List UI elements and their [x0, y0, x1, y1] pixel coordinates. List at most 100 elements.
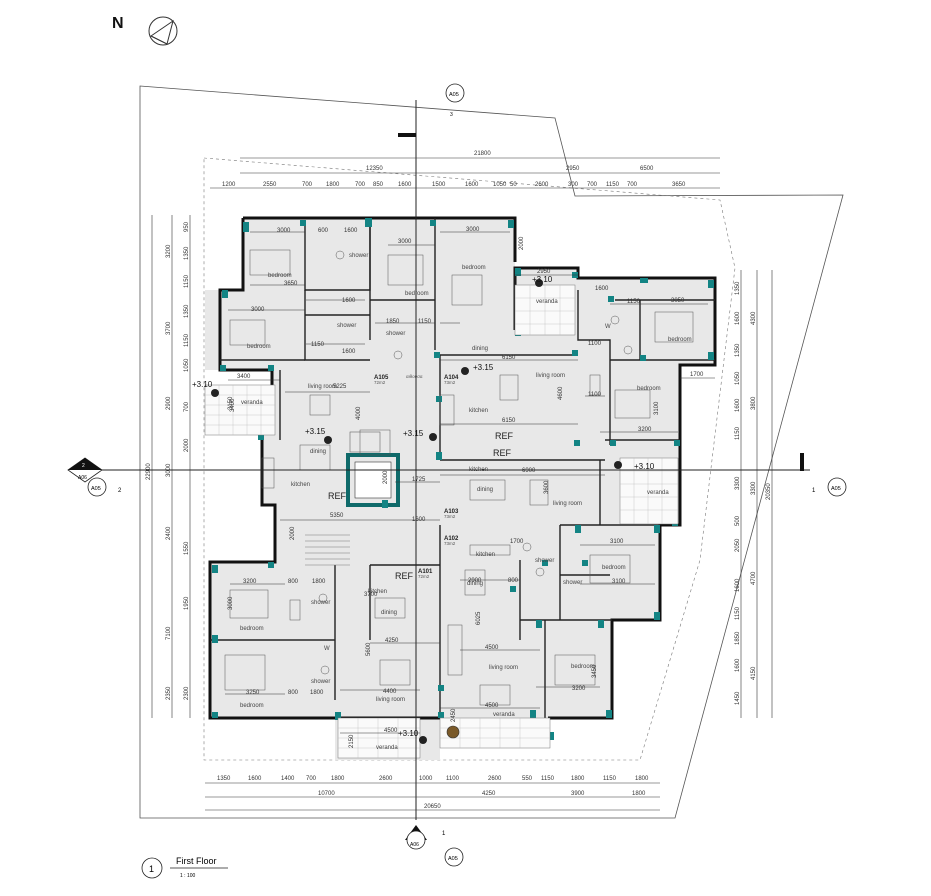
svg-text:1550: 1550: [184, 541, 190, 555]
svg-text:2600: 2600: [535, 182, 549, 188]
svg-text:1800: 1800: [326, 182, 340, 188]
svg-text:3200: 3200: [243, 579, 257, 585]
svg-text:1100: 1100: [446, 776, 460, 782]
svg-text:73m2: 73m2: [444, 514, 456, 519]
svg-text:3200: 3200: [572, 686, 586, 692]
svg-text:bedroom: bedroom: [240, 703, 264, 709]
svg-text:3050: 3050: [671, 298, 685, 304]
svg-text:1600: 1600: [735, 578, 741, 592]
svg-text:1: 1: [442, 831, 446, 837]
svg-text:4500: 4500: [485, 645, 499, 651]
svg-text:2900: 2900: [166, 396, 172, 410]
svg-text:850: 850: [373, 182, 384, 188]
svg-text:1050: 1050: [493, 182, 507, 188]
svg-text:3400: 3400: [237, 374, 251, 380]
svg-text:+3.10: +3.10: [398, 729, 419, 738]
svg-text:500: 500: [735, 515, 741, 526]
svg-text:A104: A104: [444, 375, 459, 381]
svg-text:3100: 3100: [654, 401, 660, 415]
svg-text:veranda: veranda: [536, 299, 558, 305]
svg-text:living room: living room: [308, 384, 337, 390]
svg-text:A06: A06: [78, 475, 87, 481]
svg-text:veranda: veranda: [647, 490, 669, 496]
svg-text:2: 2: [118, 488, 122, 494]
svg-text:shower: shower: [337, 323, 356, 329]
svg-text:2600: 2600: [488, 776, 502, 782]
svg-text:+3.15: +3.15: [403, 429, 424, 438]
svg-text:W: W: [324, 646, 330, 652]
svg-text:1000: 1000: [419, 776, 433, 782]
svg-text:bedroom: bedroom: [268, 273, 292, 279]
svg-text:5600: 5600: [366, 642, 372, 656]
svg-text:3650: 3650: [284, 281, 298, 287]
svg-text:5350: 5350: [330, 513, 344, 519]
svg-text:3250: 3250: [246, 690, 260, 696]
svg-text:3400: 3400: [230, 398, 236, 412]
svg-text:veranda: veranda: [376, 745, 398, 751]
svg-text:1350: 1350: [184, 304, 190, 318]
svg-text:3000: 3000: [466, 227, 480, 233]
svg-text:bedroom: bedroom: [637, 386, 661, 392]
svg-text:dining: dining: [381, 610, 397, 616]
svg-text:20650: 20650: [424, 804, 441, 810]
furniture: [224, 249, 694, 706]
svg-text:veranda: veranda: [241, 400, 263, 406]
svg-text:73m2: 73m2: [444, 380, 456, 385]
svg-text:2000: 2000: [184, 438, 190, 452]
svg-text:1100: 1100: [588, 341, 602, 347]
svg-text:1150: 1150: [418, 319, 432, 325]
svg-text:A103: A103: [444, 509, 459, 515]
svg-text:living room: living room: [553, 501, 582, 507]
svg-text:1150: 1150: [627, 299, 641, 305]
right-dimensions: 20350 4300 3800 3300 4700 4150 1350 1600…: [735, 270, 773, 718]
svg-text:1600: 1600: [735, 398, 741, 412]
svg-text:1: 1: [812, 488, 816, 494]
svg-text:2000: 2000: [383, 470, 389, 484]
svg-text:3000: 3000: [166, 463, 172, 477]
svg-text:1725: 1725: [412, 477, 426, 483]
svg-text:4150: 4150: [751, 666, 757, 680]
stair-core: [305, 431, 400, 566]
svg-text:A06: A06: [410, 842, 419, 848]
svg-text:bedroom: bedroom: [668, 337, 692, 343]
svg-text:A05: A05: [831, 486, 841, 492]
svg-text:10700: 10700: [318, 791, 335, 797]
svg-text:7100: 7100: [166, 626, 172, 640]
svg-text:4500: 4500: [485, 703, 499, 709]
svg-text:shower: shower: [563, 580, 582, 586]
svg-text:3100: 3100: [612, 579, 626, 585]
svg-text:1150: 1150: [311, 342, 325, 348]
svg-text:1600: 1600: [595, 286, 609, 292]
svg-text:dining: dining: [310, 449, 326, 455]
svg-text:shower: shower: [386, 331, 405, 337]
svg-text:3100: 3100: [610, 539, 624, 545]
svg-text:4250: 4250: [482, 791, 496, 797]
svg-text:1200: 1200: [222, 182, 236, 188]
svg-text:800: 800: [288, 579, 299, 585]
svg-text:300: 300: [568, 182, 579, 188]
svg-text:1800: 1800: [632, 791, 646, 797]
svg-text:12350: 12350: [366, 166, 383, 172]
section-cut-right: [800, 453, 804, 471]
svg-text:2050: 2050: [735, 538, 741, 552]
svg-text:3000: 3000: [277, 228, 291, 234]
svg-text:shower: shower: [349, 253, 368, 259]
section-cut-top: [398, 133, 416, 137]
bottom-dimensions: 1350 1600 1400 700 1800 2600 1000 1100 2…: [205, 776, 660, 811]
svg-text:3: 3: [450, 112, 453, 118]
svg-text:1950: 1950: [184, 596, 190, 610]
svg-text:4500: 4500: [384, 728, 398, 734]
inner-dimensions: [225, 231, 715, 734]
svg-text:700: 700: [587, 182, 598, 188]
section-marker-right: A05 1: [812, 477, 847, 497]
svg-text:1450: 1450: [735, 691, 741, 705]
svg-text:2450: 2450: [451, 708, 457, 722]
svg-text:4250: 4250: [385, 638, 399, 644]
setback-line: [203, 157, 736, 761]
svg-text:+3.10: +3.10: [192, 380, 213, 389]
svg-text:2300: 2300: [184, 686, 190, 700]
svg-text:shower: shower: [311, 679, 330, 685]
svg-text:950: 950: [184, 221, 190, 232]
svg-text:+3.10: +3.10: [634, 462, 655, 471]
